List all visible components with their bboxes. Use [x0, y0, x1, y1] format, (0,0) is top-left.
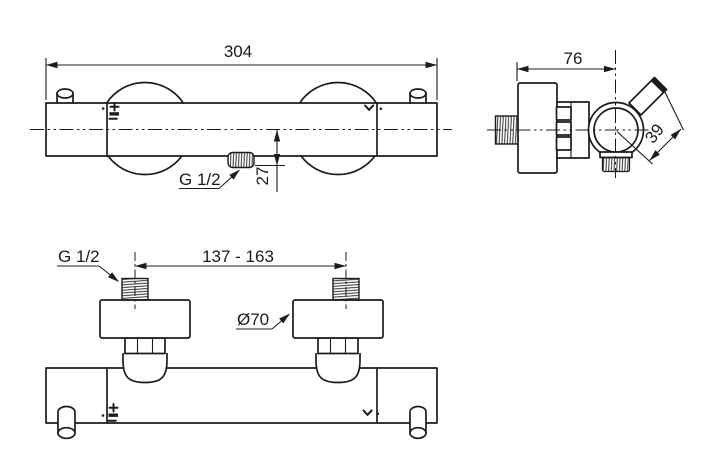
bottom-view: 137 - 163 G 1/2 Ø70 [45, 247, 438, 440]
hex-nut-left [124, 337, 166, 355]
shower-outlet-icon [364, 104, 383, 112]
inlet-thread-label-text: G 1/2 [58, 247, 100, 266]
hot-cold-indicator-icon-bottom [101, 403, 119, 422]
hex-nut-right [317, 337, 359, 355]
outlet-thread-label: G 1/2 [179, 169, 240, 190]
dome-cap-right [315, 353, 361, 384]
escutcheon-right [292, 299, 384, 339]
escutcheon-diameter-label: Ø70 [236, 310, 290, 330]
outlet-thread-label-text: G 1/2 [179, 170, 221, 189]
inlet-centers-dim-text: 137 - 163 [202, 247, 274, 266]
depth-dim-text: 76 [564, 49, 583, 68]
wall-flange [517, 82, 558, 174]
check-valve-cap-right [409, 88, 427, 104]
front-view: 304 27 G 1/2 [30, 42, 452, 192]
dimension-27: 27 [253, 130, 285, 192]
inlet-thread-label: G 1/2 [57, 247, 119, 282]
dimension-304: 304 [45, 42, 438, 100]
check-valve-cap-left [56, 88, 74, 104]
control-knob-left [105, 81, 185, 176]
side-view: 76 39 [487, 49, 684, 178]
dome-cap-left [122, 353, 168, 384]
shower-arm-end-cap [651, 77, 667, 93]
hot-cold-indicator-icon [101, 102, 120, 120]
control-knob-right [298, 81, 378, 176]
outlet-depth-dim-text: 27 [253, 167, 272, 186]
escutcheon-left [99, 299, 191, 339]
length-dim-text: 304 [224, 42, 252, 61]
dimension-76: 76 [516, 49, 616, 81]
shower-outlet-icon-bottom [362, 409, 380, 417]
dimension-137-163: 137 - 163 [135, 247, 346, 270]
check-valve-cap-right-bottom [409, 405, 427, 440]
escutcheon-diameter-text: Ø70 [237, 310, 269, 329]
check-valve-cap-left-bottom [57, 405, 76, 440]
outlet-thread-stub [227, 151, 255, 169]
